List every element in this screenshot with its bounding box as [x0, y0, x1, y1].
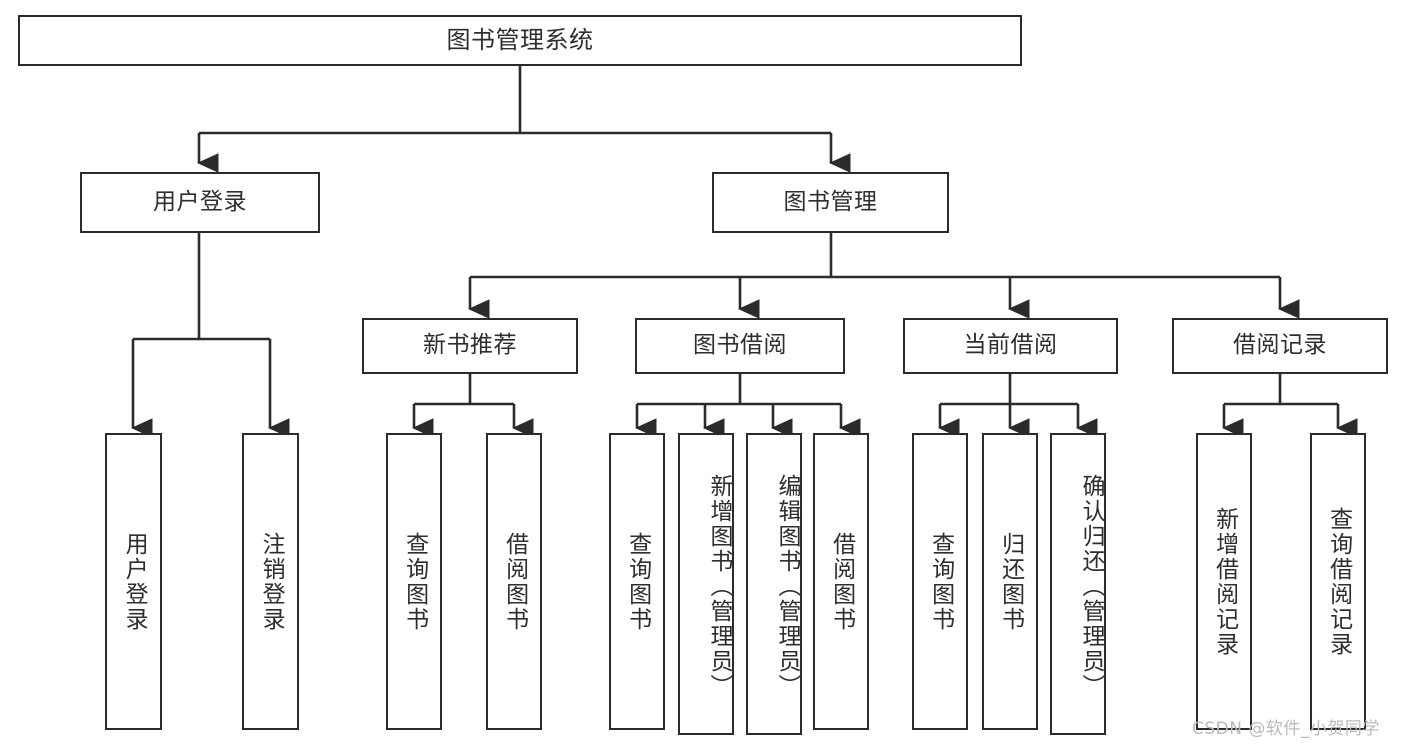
- leaf-book-borrow-add-label: 新增图书（管理员）: [706, 473, 732, 699]
- leaf-new-book-query[interactable]: 查询图书: [386, 433, 442, 730]
- leaf-book-borrow-borrow-label: 借阅图书: [828, 531, 855, 632]
- leaf-current-borrow-confirm-label: 确认归还（管理员）: [1078, 473, 1104, 699]
- leaf-borrow-records-add-label: 新增借阅记录: [1211, 506, 1238, 657]
- leaf-book-borrow-query-label: 查询图书: [624, 531, 651, 632]
- node-book-borrow-label: 图书借阅: [693, 332, 787, 359]
- leaf-new-book-borrow[interactable]: 借阅图书: [486, 433, 542, 730]
- leaf-borrow-records-add[interactable]: 新增借阅记录: [1196, 433, 1252, 730]
- leaf-user-login-logout-label: 注销登录: [258, 531, 285, 632]
- node-book-manage-label: 图书管理: [783, 188, 878, 215]
- node-book-manage[interactable]: 图书管理: [712, 172, 949, 233]
- leaf-book-borrow-edit-label: 编辑图书（管理员）: [774, 473, 800, 699]
- leaf-book-borrow-borrow[interactable]: 借阅图书: [813, 433, 869, 730]
- node-current-borrow[interactable]: 当前借阅: [903, 318, 1118, 374]
- node-current-borrow-label: 当前借阅: [963, 332, 1058, 359]
- node-root-system[interactable]: 图书管理系统: [18, 15, 1022, 66]
- leaf-new-book-query-label: 查询图书: [401, 531, 428, 632]
- leaf-user-login-logout[interactable]: 注销登录: [242, 433, 299, 730]
- node-user-login-label: 用户登录: [153, 188, 247, 215]
- leaf-book-borrow-query[interactable]: 查询图书: [609, 433, 665, 730]
- leaf-user-login-login-label: 用户登录: [121, 531, 148, 632]
- leaf-borrow-records-query-label: 查询借阅记录: [1325, 506, 1352, 657]
- leaf-book-borrow-edit[interactable]: 编辑图书（管理员）: [746, 433, 802, 735]
- node-new-book-recommend-label: 新书推荐: [423, 332, 517, 359]
- leaf-current-borrow-return-label: 归还图书: [997, 531, 1024, 632]
- leaf-current-borrow-confirm[interactable]: 确认归还（管理员）: [1050, 433, 1106, 735]
- leaf-new-book-borrow-label: 借阅图书: [501, 531, 528, 632]
- node-book-borrow[interactable]: 图书借阅: [635, 318, 845, 374]
- leaf-current-borrow-query[interactable]: 查询图书: [912, 433, 968, 730]
- node-new-book-recommend[interactable]: 新书推荐: [362, 318, 578, 374]
- node-borrow-records[interactable]: 借阅记录: [1172, 318, 1388, 374]
- leaf-user-login-login[interactable]: 用户登录: [105, 433, 162, 730]
- leaf-current-borrow-return[interactable]: 归还图书: [982, 433, 1038, 730]
- leaf-book-borrow-add[interactable]: 新增图书（管理员）: [678, 433, 734, 735]
- node-root-system-label: 图书管理系统: [446, 26, 594, 55]
- leaf-borrow-records-query[interactable]: 查询借阅记录: [1310, 433, 1366, 730]
- node-borrow-records-label: 借阅记录: [1233, 332, 1327, 359]
- leaf-current-borrow-query-label: 查询图书: [927, 531, 954, 632]
- csdn-watermark: CSDN @软件_小贺同学: [1192, 719, 1380, 739]
- node-user-login[interactable]: 用户登录: [80, 172, 320, 233]
